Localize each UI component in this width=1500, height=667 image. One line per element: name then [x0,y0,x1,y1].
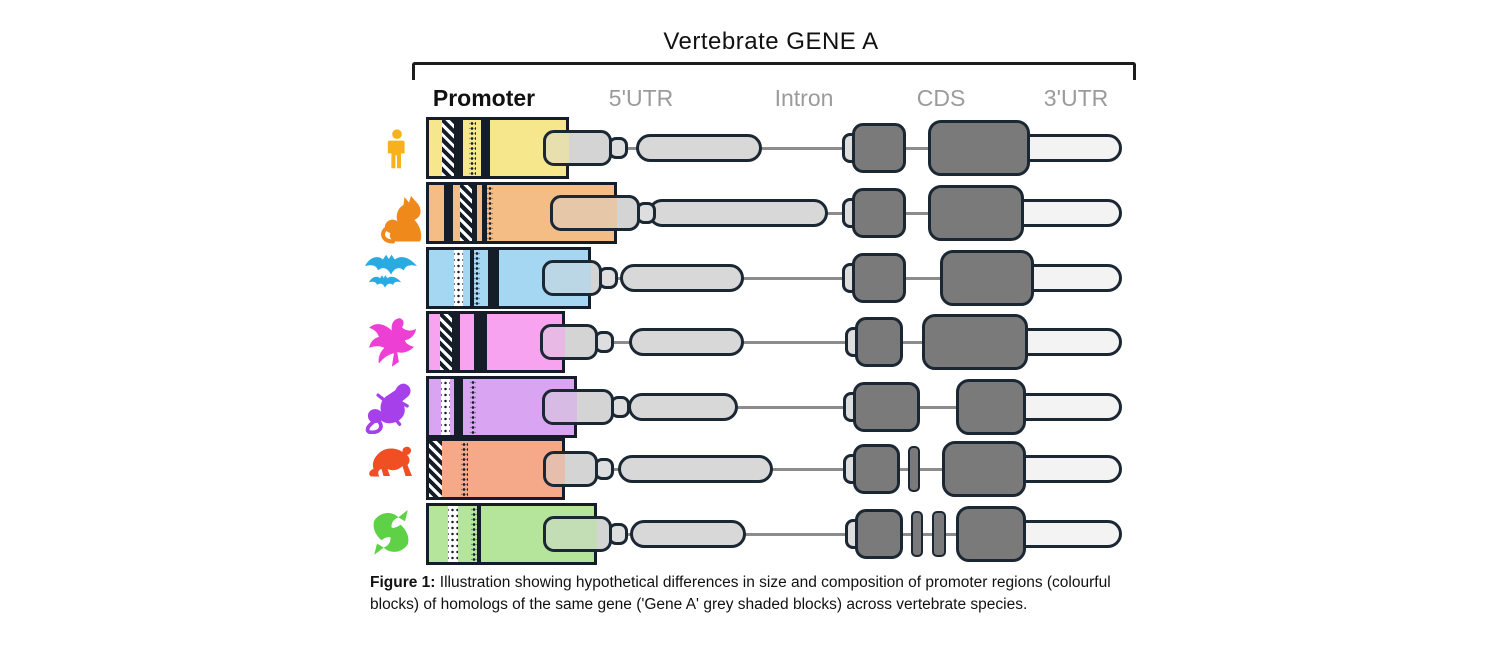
row-bird-cds-exon2 [922,314,1028,370]
row-human-promoter-band-hatch [442,120,454,176]
column-label-3utr: 3'UTR [1043,85,1109,111]
row-bat-promoter-band-black [470,250,474,306]
row-cat-promoter-band-dots [487,185,493,241]
row-human-promoter-band-black [454,120,463,176]
bats-icon [360,252,422,306]
row-cat-utr5-tab [550,195,640,231]
row-frog-utr5-tab [543,451,598,487]
row-cat-promoter-band-hatch [460,185,472,241]
row-fish-promoter-band-dots [471,506,477,562]
row-bat-utr5-tab [542,260,602,296]
row-bat-promoter-band-wdots [454,250,463,306]
row-bat-cds-exon1 [852,253,906,303]
column-label-promoter: Promoter [432,85,536,111]
row-bat-promoter-band-black [488,250,499,306]
fish-icon [362,505,420,561]
row-bird-utr5-long-block [629,328,744,356]
row-bird-promoter-band-black [452,314,460,370]
row-lizard-utr5-long-block [628,393,738,421]
figure-caption: Figure 1: Illustration showing hypotheti… [370,572,1138,615]
row-bird-utr5-tab-overlap-tint [543,327,565,357]
row-frog-promoter-band-dots [461,441,468,497]
row-lizard-promoter-band-dots [470,379,476,435]
row-cat-promoter-band-black [482,185,487,241]
row-bird-promoter-band-black [474,314,487,370]
row-bird-utr5-tab [540,324,598,360]
row-fish-cds-exon2 [956,506,1026,562]
row-human-promoter-band-black [481,120,490,176]
row-lizard-utr5-tab [542,389,614,425]
row-human-promoter-band-dots [469,120,476,176]
row-human-utr5-tab [543,130,612,166]
column-label-cds: CDS [916,85,966,111]
row-lizard-cds-exon1 [853,382,920,432]
human-icon [385,118,425,180]
row-cat-utr5-tab-overlap-tint [553,198,617,228]
row-human-utr5-long-block [636,134,762,162]
caption-label: Figure 1: [370,574,436,591]
cat-icon [378,190,428,246]
row-lizard-promoter-band-wdots [441,379,450,435]
row-human-cds-exon2 [928,120,1030,176]
row-fish-promoter-band-black [477,506,481,562]
row-frog-cds-exon1 [853,444,900,494]
row-bird-cds-exon1 [855,317,903,367]
row-cat-promoter-band-black [472,185,477,241]
column-label-5utr: 5'UTR [608,85,674,111]
row-fish-promoter-band-wdots [448,506,458,562]
row-human-cds-exon1 [852,123,906,173]
row-bird-promoter-band-hatch [440,314,452,370]
row-fish-cds-mini-exon-1 [911,511,923,557]
row-fish-promoter-block [426,503,597,565]
row-cat-utr5-long-block [648,199,828,227]
caption-text: Illustration showing hypothetical differ… [370,574,1111,613]
row-lizard-promoter-band-black [454,379,463,435]
row-fish-cds-exon1 [855,509,903,559]
row-frog-cds-exon2 [942,441,1026,497]
gecko-icon [362,380,420,435]
row-cat-promoter-band-black [444,185,453,241]
eagle-icon [366,316,422,370]
row-fish-utr5-long-block [630,520,746,548]
row-bat-promoter-band-dots [474,250,480,306]
row-frog-cds-mini-exon-1 [908,446,920,492]
row-lizard-cds-exon2 [956,379,1026,435]
figure-title: Vertebrate GENE A [663,28,879,55]
row-human-utr5-tab-overlap-tint [546,133,569,163]
row-frog-promoter-band-hatch [429,441,442,497]
row-cat-cds-exon1 [852,188,906,238]
frog-icon [362,444,420,494]
span-bracket [412,62,1136,80]
row-frog-utr5-tab-overlap-tint [546,454,565,484]
row-bat-utr5-tab-overlap-tint [545,263,591,293]
column-label-intron: Intron [774,85,834,111]
row-fish-utr5-tab-overlap-tint [546,519,597,549]
row-bat-utr5-long-block [620,264,744,292]
row-human-promoter-block [426,117,569,179]
row-cat-cds-exon2 [928,185,1024,241]
row-lizard-utr5-tab-overlap-tint [545,392,577,422]
row-bat-cds-exon2 [940,250,1034,306]
row-frog-utr5-long-block [618,455,773,483]
row-fish-utr5-tab [543,516,612,552]
row-fish-cds-mini-exon-2 [932,511,946,557]
